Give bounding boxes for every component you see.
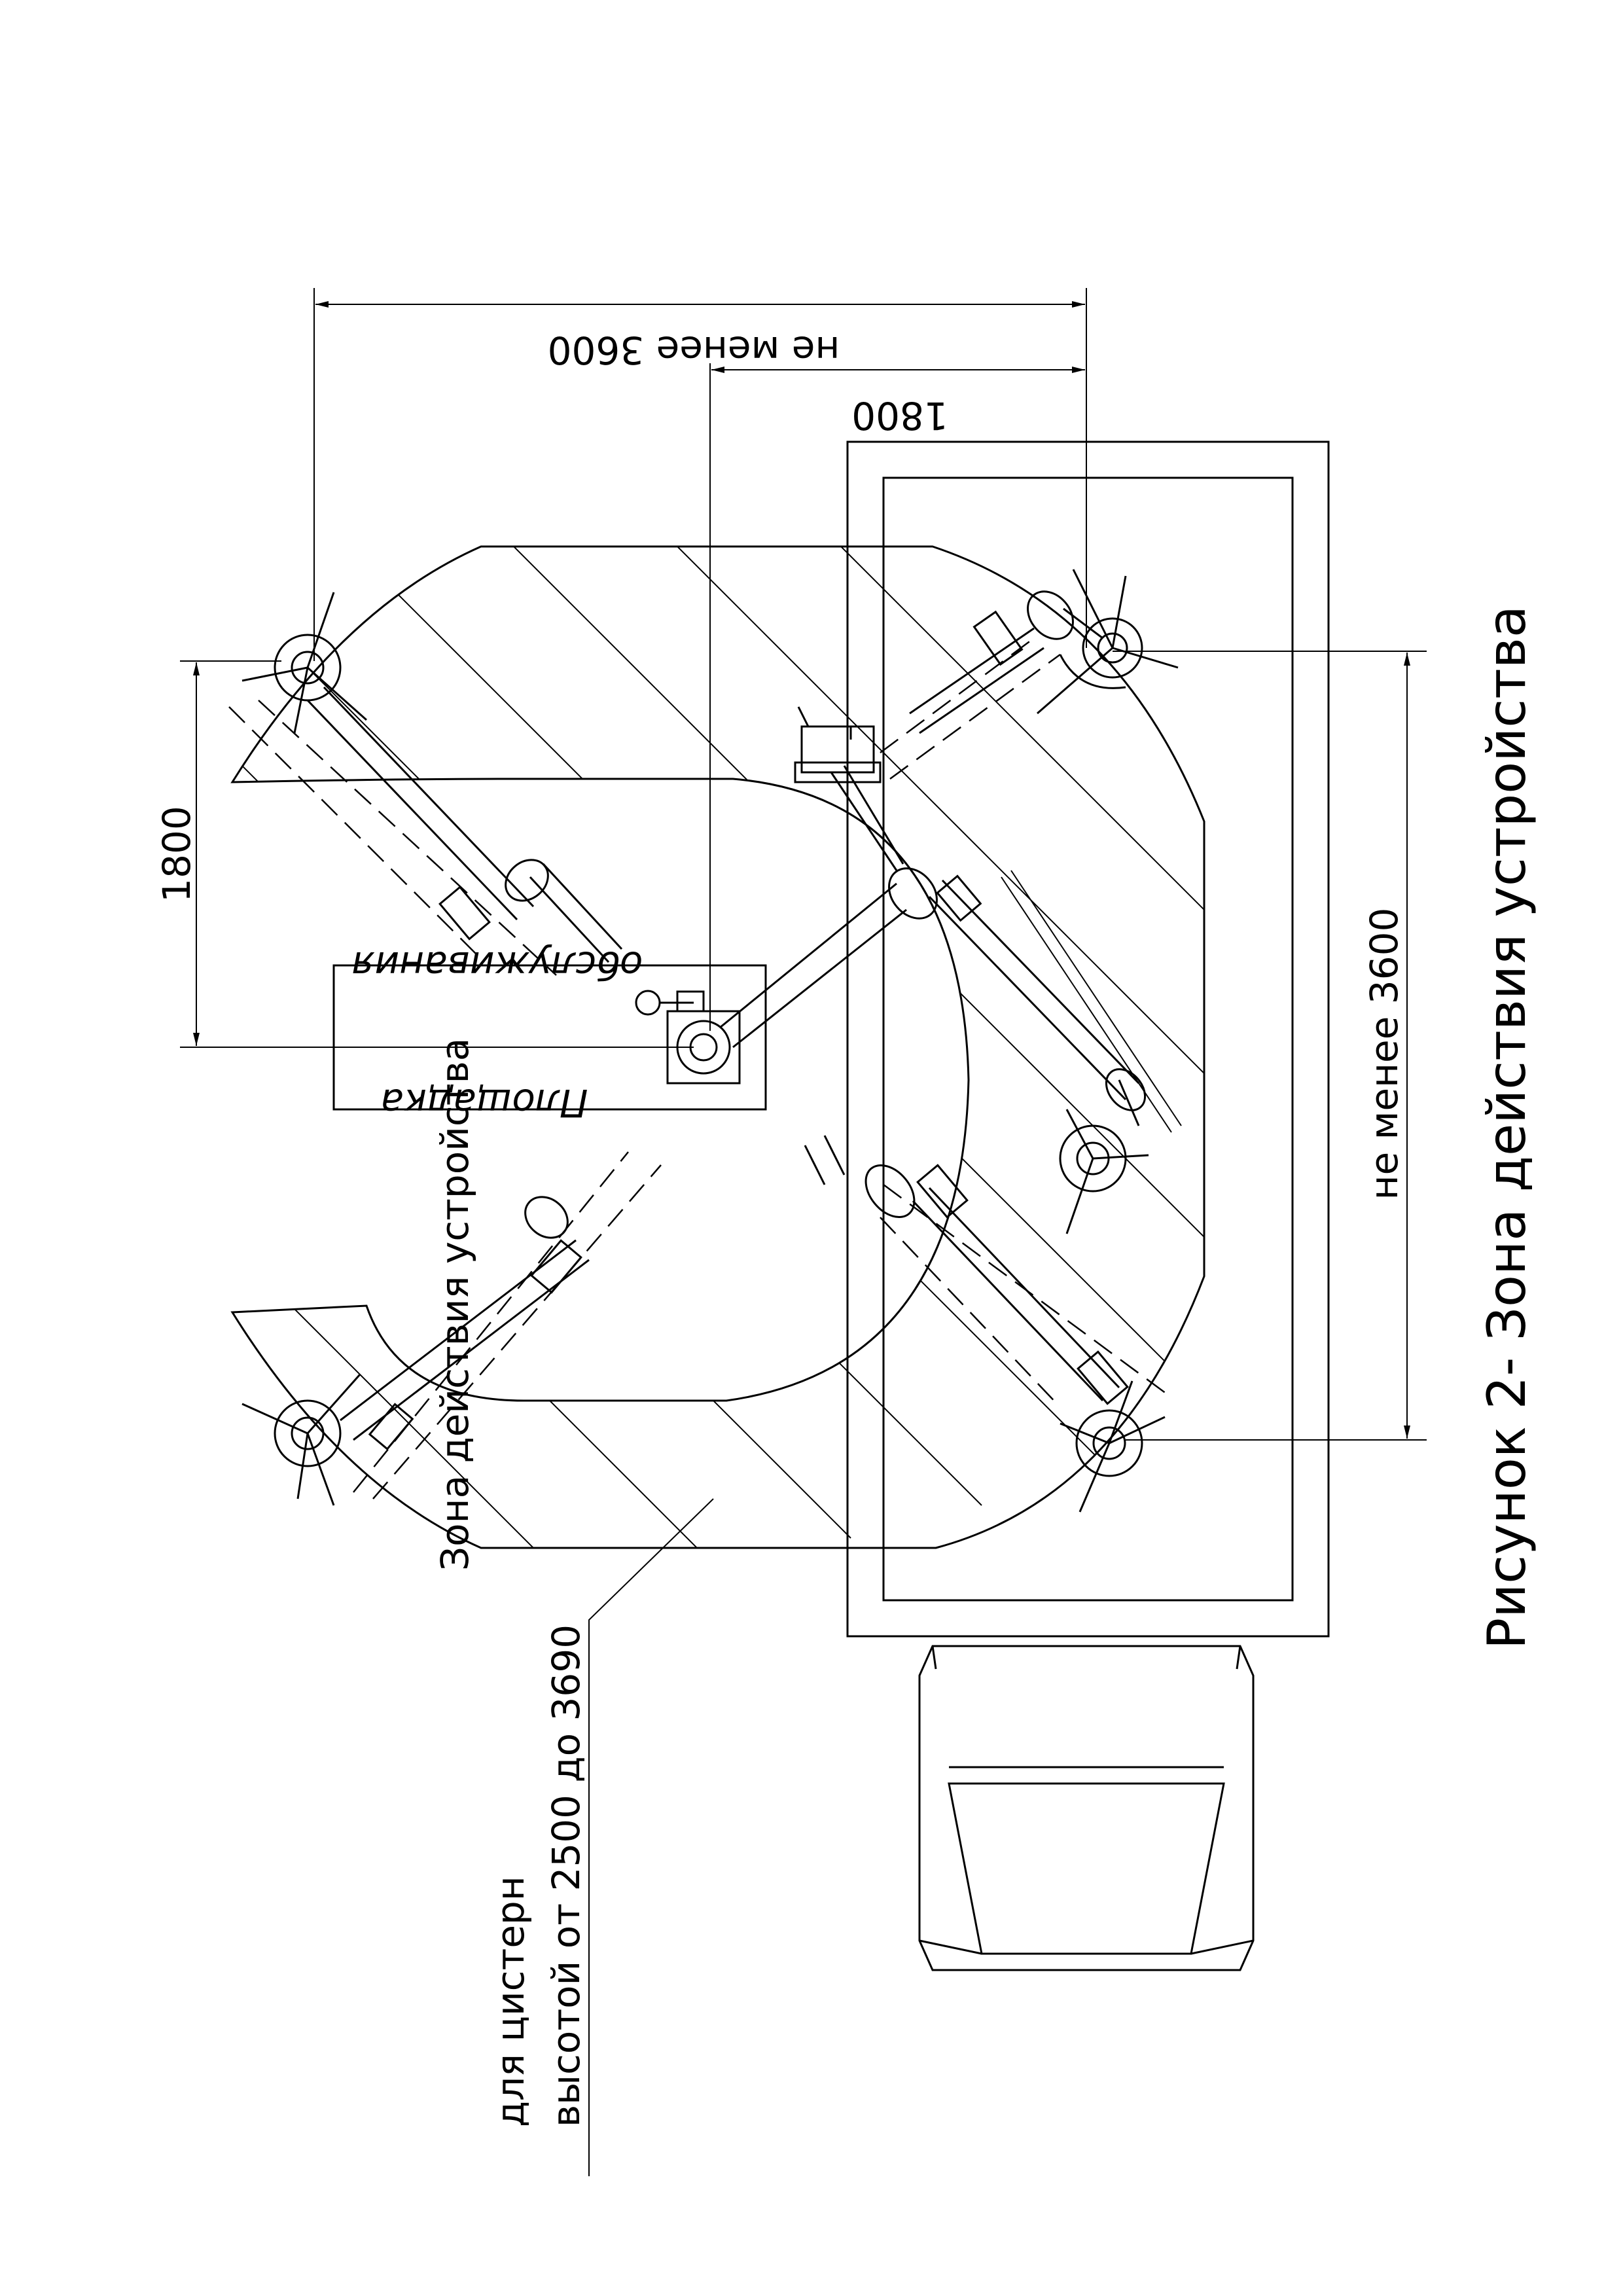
dimension-top-half	[709, 363, 1085, 1031]
dim-right-vertical-value: не менее 3600	[1362, 908, 1406, 1200]
dimension-left-vertical	[180, 660, 694, 1048]
dimension-right-vertical	[1113, 651, 1427, 1441]
platform-label-line1: Площадка	[380, 1081, 588, 1125]
figure-caption: Рисунок 2- Зона действия устройства	[1476, 605, 1537, 1649]
dimension-top-total	[313, 288, 1087, 661]
zone-leader	[588, 1498, 714, 2176]
zone-label-line3: высотой от 2500 до 3690	[544, 1624, 588, 2127]
dim-left-vertical-value: 1800	[154, 806, 199, 903]
loading-arm-center	[635, 637, 1182, 1133]
loading-arm-bottom-left	[241, 1151, 662, 1506]
zone-label-line1: Зона действия устройства	[433, 1038, 477, 1571]
loading-arm-top-left	[228, 592, 623, 976]
dim-top-total-value: не менее 3600	[548, 328, 840, 372]
dim-top-half-value: 1800	[851, 393, 948, 438]
tank-outline	[846, 440, 1330, 1638]
loading-arm-bottom-right	[804, 1109, 1172, 1513]
truck-cab	[918, 1645, 1255, 1971]
loading-arm-top-right	[909, 569, 1179, 734]
platform-label-line2: обслуживания	[352, 943, 643, 988]
service-platform	[332, 964, 767, 1111]
zone-label-line2: для цистерн	[488, 1876, 533, 2127]
